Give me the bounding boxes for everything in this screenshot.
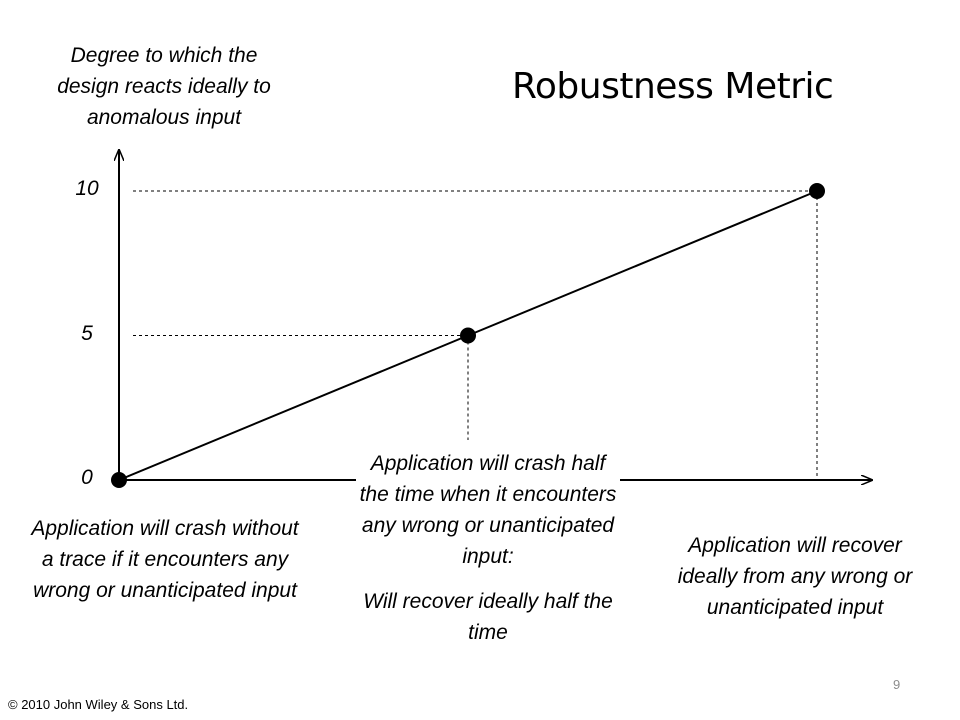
guide-lines (133, 190, 818, 480)
data-point (111, 472, 127, 488)
data-point (460, 327, 476, 344)
data-point (809, 183, 825, 199)
page-title: Robustness Metric (512, 66, 834, 107)
annotation-crash: Application will crash without a trace i… (31, 517, 299, 602)
y-tick-label: 0 (81, 466, 93, 489)
data-points (111, 183, 825, 488)
y-axis-label: Degree to which the design reacts ideall… (57, 44, 271, 129)
annotation-recover: Application will recover ideally from an… (677, 534, 913, 619)
copyright-notice: © 2010 John Wiley & Sons Ltd. (8, 697, 189, 712)
y-tick-label: 10 (75, 177, 99, 200)
y-tick-label: 5 (81, 321, 93, 345)
annotation-half-recover: Will recover ideally half the time (363, 590, 613, 644)
page-number: 9 (893, 677, 901, 692)
annotation-half-crash: Application will crash half the time whe… (356, 448, 620, 572)
